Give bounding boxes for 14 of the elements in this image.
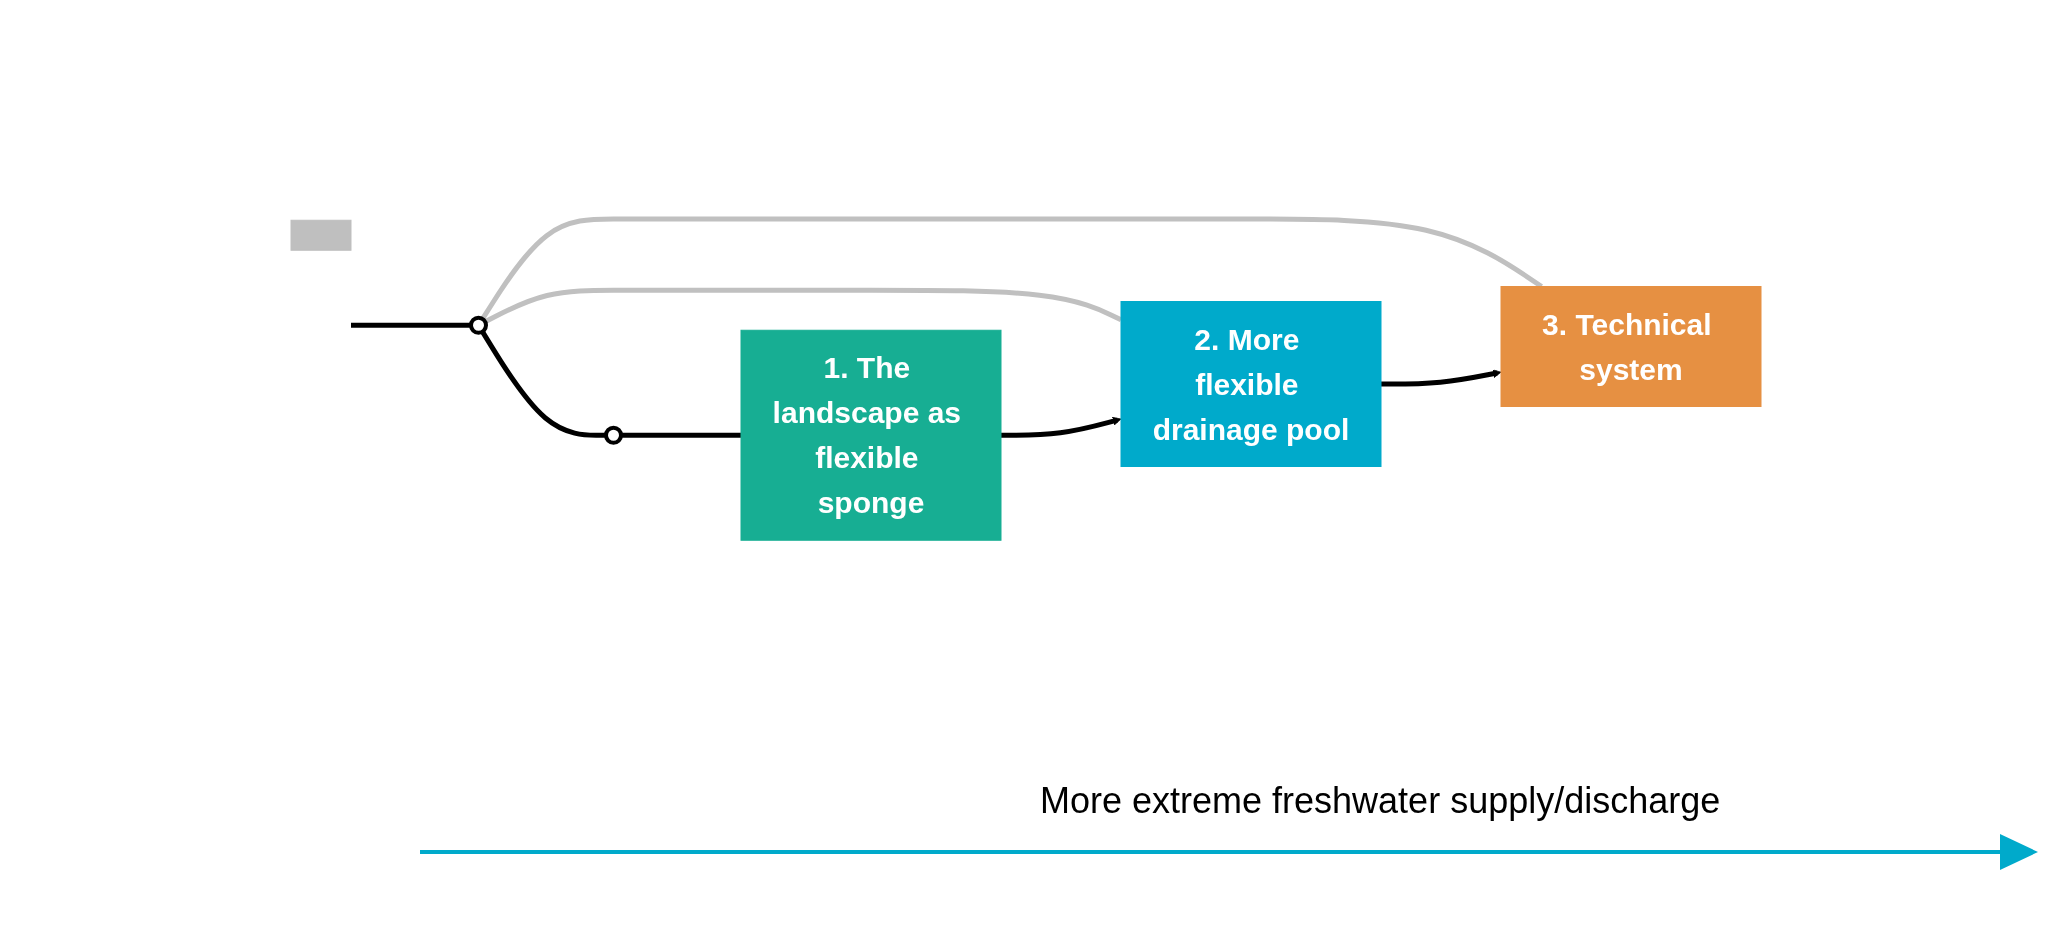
axis-label: More extreme freshwater supply/discharge (1040, 780, 1721, 822)
node-box: 2. More flexible drainage pool (1120, 301, 1381, 468)
connector (620, 433, 741, 439)
node-box (290, 220, 351, 252)
connector (479, 216, 1543, 321)
node-box: 3. Technical system (1500, 286, 1761, 408)
arrow (1000, 417, 1121, 439)
node-circle (468, 316, 488, 336)
node-circle (603, 426, 623, 446)
connector (483, 288, 1122, 325)
connector (350, 323, 471, 329)
node-box: 1. The landscape as flexible sponge (740, 330, 1001, 542)
connector (479, 330, 606, 439)
arrow (1380, 369, 1501, 387)
